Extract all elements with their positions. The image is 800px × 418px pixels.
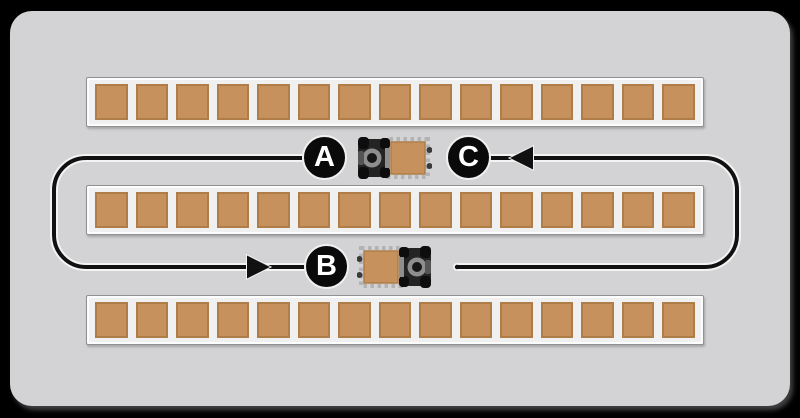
- rack-slot: [419, 302, 452, 338]
- rack-slot: [257, 192, 290, 228]
- rack-slot: [662, 302, 695, 338]
- forklift-icon: [358, 137, 390, 179]
- rack-slot: [95, 302, 128, 338]
- rack-slot: [419, 84, 452, 120]
- forklift-facing-right: [357, 246, 431, 288]
- rack-slot: [297, 84, 331, 120]
- rack-slot: [500, 302, 533, 338]
- rack-slot: [257, 84, 290, 120]
- rack-slot: [621, 84, 655, 120]
- rack-slot: [459, 84, 493, 120]
- rack-slot: [459, 192, 493, 228]
- pallet-icon: [357, 246, 403, 288]
- rack-slot: [459, 302, 493, 338]
- rack-slot: [297, 192, 331, 228]
- pallet-icon: [386, 137, 432, 179]
- rack-slot: [419, 192, 452, 228]
- rack-slot: [540, 192, 574, 228]
- rack-slot: [176, 84, 209, 120]
- rack-slot: [95, 84, 128, 120]
- rack-slot: [662, 84, 695, 120]
- forklift-icon: [399, 246, 431, 288]
- rack-slot: [338, 302, 371, 338]
- rack-slot: [297, 302, 331, 338]
- rack-slot: [581, 84, 614, 120]
- rack-row-top: [86, 77, 704, 127]
- rack-slot: [135, 84, 169, 120]
- station-marker-c: C: [446, 135, 491, 180]
- rack-slot: [176, 302, 209, 338]
- rack-slot: [338, 192, 371, 228]
- station-marker-a: A: [302, 135, 347, 180]
- rack-slot: [540, 302, 574, 338]
- station-marker-b: B: [304, 244, 349, 289]
- rack-slot: [95, 192, 128, 228]
- rack-slot: [581, 192, 614, 228]
- forklift-facing-left: [358, 137, 432, 179]
- station-label: C: [458, 141, 479, 173]
- rack-slot: [662, 192, 695, 228]
- rack-slot: [338, 84, 371, 120]
- rack-slot: [176, 192, 209, 228]
- rack-slot: [378, 302, 412, 338]
- rack-slot: [621, 192, 655, 228]
- rack-slot: [621, 302, 655, 338]
- rack-slot: [216, 84, 250, 120]
- rack-slot: [378, 84, 412, 120]
- rack-slot: [135, 192, 169, 228]
- rack-slot: [216, 192, 250, 228]
- rack-slot: [500, 192, 533, 228]
- rack-slot: [500, 84, 533, 120]
- rack-slot: [216, 302, 250, 338]
- rack-slot: [540, 84, 574, 120]
- rack-row-middle: [86, 185, 704, 235]
- forklift-unit-bottom: [357, 246, 431, 288]
- station-label: B: [316, 250, 337, 282]
- rack-slot: [581, 302, 614, 338]
- rack-slot: [257, 302, 290, 338]
- rack-row-bottom: [86, 295, 704, 345]
- forklift-unit-top: [358, 137, 432, 179]
- rack-slot: [378, 192, 412, 228]
- station-label: A: [314, 141, 335, 173]
- rack-slot: [135, 302, 169, 338]
